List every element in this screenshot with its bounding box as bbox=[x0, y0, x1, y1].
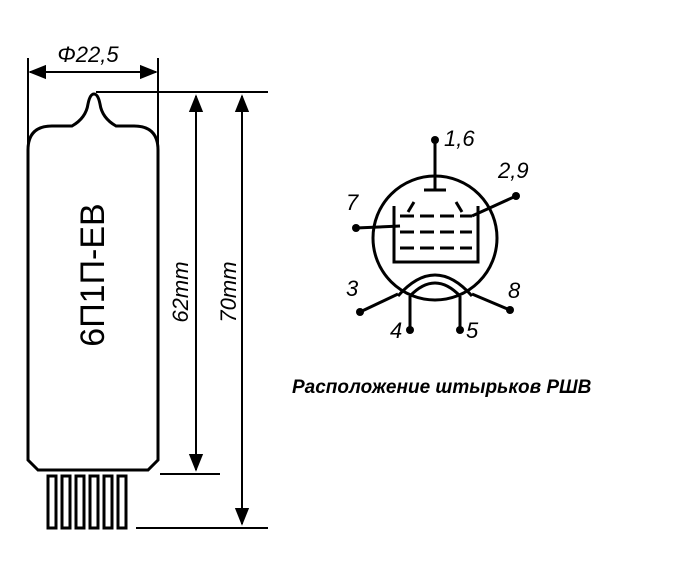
body-height-label: 62mm bbox=[168, 261, 193, 322]
pin-label-lower-right: 8 bbox=[508, 278, 521, 303]
pinout-caption: Расположение штырьков РШВ bbox=[292, 377, 592, 398]
pin-label-top: 1,6 bbox=[444, 126, 475, 151]
heater bbox=[396, 273, 474, 297]
pin-label-lower-left: 3 bbox=[346, 276, 359, 301]
pinout-schematic bbox=[355, 140, 517, 328]
cathode bbox=[392, 206, 480, 264]
total-height-label: 70mm bbox=[216, 261, 241, 322]
height-dimensions bbox=[96, 91, 268, 529]
tube-envelope bbox=[26, 92, 160, 472]
pin-label-bottom-left: 4 bbox=[390, 318, 402, 343]
pin-label-upper-left: 7 bbox=[346, 190, 359, 215]
pin-dots bbox=[352, 136, 520, 334]
tube-drawing bbox=[26, 92, 160, 472]
diameter-dimension bbox=[27, 58, 159, 148]
tube-pins bbox=[46, 474, 128, 530]
diameter-label: Φ22,5 bbox=[57, 42, 119, 67]
tube-marking: 6П1П-ЕВ bbox=[74, 203, 112, 346]
pin-label-upper-right: 2,9 bbox=[497, 158, 529, 183]
pin-label-bottom-right: 5 bbox=[466, 318, 479, 343]
